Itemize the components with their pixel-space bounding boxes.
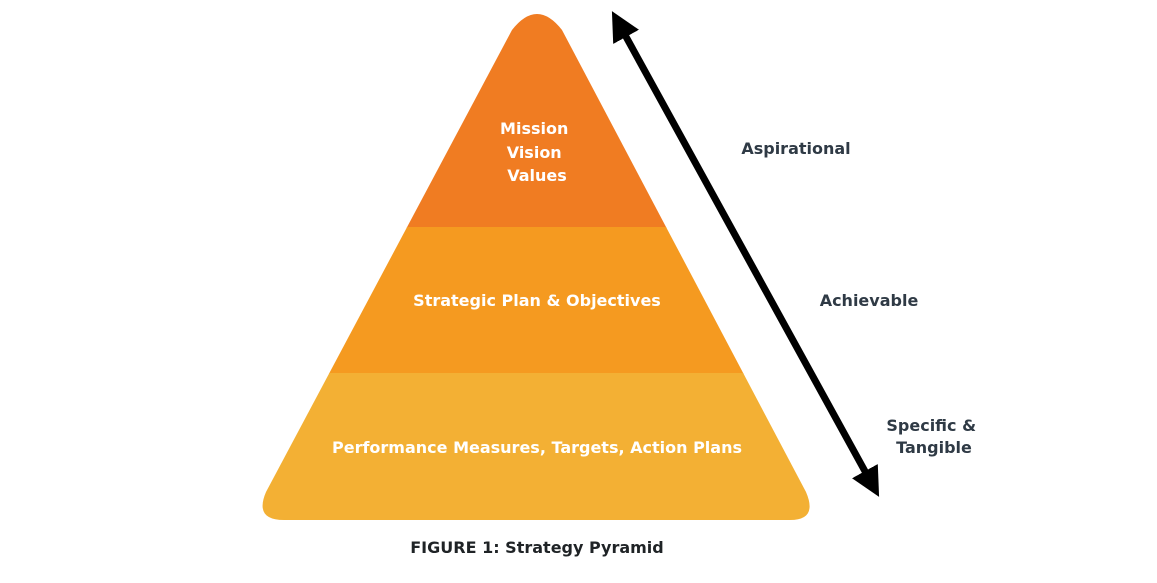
- scale-label-achievable: Achievable: [820, 291, 919, 310]
- pyramid-tier-top: [262, 14, 810, 228]
- scale-label-specific-line: Specific &: [886, 416, 976, 435]
- scale-double-arrow: [611, 11, 880, 497]
- tier-top-line-vision: Vision: [507, 143, 562, 162]
- scale-label-specific-tangible: Specific & Tangible: [886, 416, 981, 457]
- tier-top-line-values: Values: [507, 166, 567, 185]
- scale-label-aspirational: Aspirational: [741, 139, 850, 158]
- tier-bottom-label: Performance Measures, Targets, Action Pl…: [332, 438, 742, 457]
- tier-top-line-mission: Mission: [500, 119, 568, 138]
- figure-caption: FIGURE 1: Strategy Pyramid: [410, 538, 664, 557]
- scale-label-tangible-line: Tangible: [896, 438, 972, 457]
- tier-middle-label: Strategic Plan & Objectives: [413, 291, 661, 310]
- tier-top-label: Mission Vision Values: [500, 119, 574, 185]
